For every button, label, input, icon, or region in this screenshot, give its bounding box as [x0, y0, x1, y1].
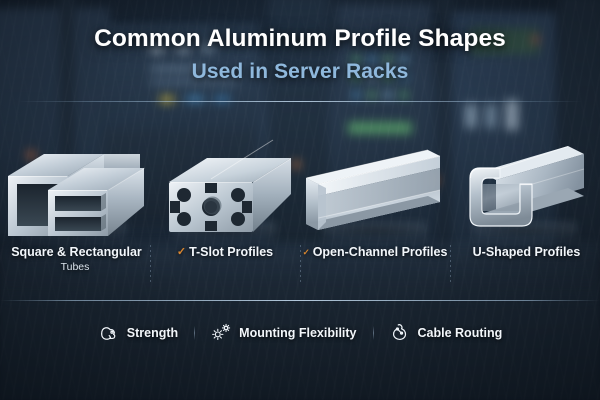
feature-mounting-flexibility[interactable]: Mounting Flexibility	[194, 322, 372, 344]
label-text: Open-Channel Profiles	[312, 245, 448, 259]
square-rectangular-tube-shape	[8, 154, 145, 236]
feature-label: Cable Routing	[417, 326, 503, 340]
label-text: T-Slot Profiles	[189, 245, 274, 259]
cable-loop-icon	[392, 324, 406, 341]
label-text: Square & Rectangular	[11, 245, 142, 259]
feature-label: Strength	[126, 326, 179, 340]
label-text: U-Shaped Profiles	[472, 245, 581, 259]
gears-icon	[212, 323, 231, 341]
profile-shape-u-shaped[interactable]	[450, 132, 600, 244]
t-slot-extrusion-shape	[169, 139, 292, 232]
label-main: ✓ T-Slot Profiles	[177, 245, 273, 259]
feature-strength[interactable]: Strength	[82, 322, 194, 344]
profile-label-t-slot[interactable]: ✓ T-Slot Profiles	[150, 243, 300, 288]
features-row: Strength Mounting Flexibility	[0, 315, 600, 351]
shape-reflection	[322, 222, 428, 244]
profile-label-open-channel[interactable]: ✓ Open-Channel Profiles	[300, 243, 450, 288]
label-sub: Tubes	[60, 261, 90, 273]
profile-shape-open-channel[interactable]	[300, 132, 450, 244]
profile-label-u-shaped[interactable]: U-Shaped Profiles	[450, 243, 600, 288]
profile-shape-t-slot[interactable]	[150, 132, 300, 244]
profile-shapes-row	[0, 132, 600, 244]
label-main: ✓ Open-Channel Profiles	[303, 245, 448, 259]
shape-shadow	[316, 222, 434, 238]
header-divider	[18, 101, 582, 102]
check-icon: ✓	[176, 245, 187, 258]
label-main: Square & Rectangular	[8, 245, 142, 259]
flexed-bicep-icon	[100, 327, 116, 340]
feature-label: Mounting Flexibility	[239, 326, 357, 340]
check-icon: ✓	[302, 246, 310, 257]
profile-label-square-rectangular-tubes[interactable]: Square & Rectangular Tubes	[0, 243, 150, 288]
page-subtitle: Used in Server Racks	[191, 60, 409, 83]
header: Common Aluminum Profile Shapes Used in S…	[0, 0, 600, 84]
u-shaped-c-channel-shape	[469, 146, 585, 227]
open-channel-shape	[306, 149, 441, 230]
profile-shape-square-rectangular-tubes[interactable]	[0, 132, 150, 244]
profile-labels-row: Square & Rectangular Tubes ✓ T-Slot Prof…	[0, 243, 600, 288]
feature-cable-routing[interactable]: Cable Routing	[372, 322, 519, 344]
label-main: U-Shaped Profiles	[470, 245, 581, 259]
footer-divider	[0, 300, 600, 301]
page-title: Common Aluminum Profile Shapes	[94, 25, 506, 52]
shape-reflection	[472, 222, 578, 244]
